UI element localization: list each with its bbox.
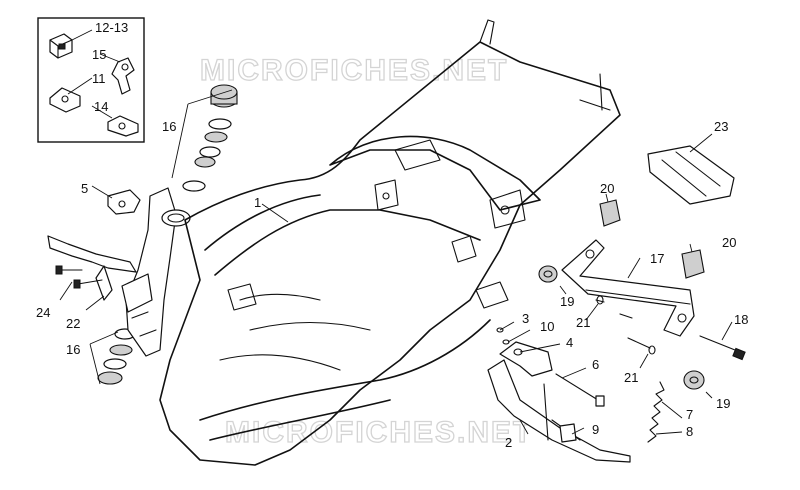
steering-head-tube [125,187,191,357]
watermark-top: MICROFICHES.NET [200,54,508,87]
steering-bearing-stack-upper [182,84,238,192]
callout-8: 8 [686,424,693,439]
watermark-bottom: MICROFICHES.NET [225,416,533,449]
callout-20-upper: 20 [600,181,614,196]
callout-4: 4 [566,335,573,350]
main-frame-1 [159,19,621,466]
steering-bearing-stack-lower [97,328,136,385]
callout-2: 2 [505,435,512,450]
callout-14: 14 [94,99,108,114]
callout-20-lower: 20 [722,235,736,250]
callout-3: 3 [522,311,529,326]
callout-21-lower: 21 [624,370,638,385]
callout-19-left: 19 [560,294,574,309]
callout-7: 7 [686,407,693,422]
rubber-pad-20-lower [681,249,705,279]
callout-10: 10 [540,319,554,334]
bolts-21 [595,295,656,355]
center-stand-2 [487,341,631,463]
callout-21-upper: 21 [576,315,590,330]
callout-16-upper: 16 [162,119,176,134]
callout-15: 15 [92,47,106,62]
callout-12-13: 12-13 [95,20,128,35]
callout-16-lower: 16 [66,342,80,357]
bolts-24 [55,265,103,289]
silentblock-19-right [683,370,705,390]
silentblock-19-left [538,265,558,283]
horn-bracket-5 [107,189,141,215]
callout-11: 11 [92,71,106,86]
bolt-18 [699,335,746,361]
stand-bush-9 [559,423,577,443]
stand-pin-6 [555,373,605,407]
clip-12-13 [49,33,73,59]
callout-1: 1 [254,195,261,210]
callout-9: 9 [592,422,599,437]
callout-22: 22 [66,316,80,331]
rubber-pad-20-upper [599,199,621,227]
bracket-22 [47,235,153,313]
callout-23: 23 [714,119,728,134]
callout-6: 6 [592,357,599,372]
clip-11 [49,87,81,113]
spring-clip-15 [111,57,135,95]
inset-box [37,17,145,143]
spring-7-8 [647,381,665,443]
engine-bracket-17 [561,239,695,337]
callout-19-right: 19 [716,396,730,411]
washers-3-10-4 [496,327,523,356]
bumper-23 [647,145,735,205]
callout-17: 17 [650,251,664,266]
callout-24: 24 [36,305,50,320]
clip-14 [107,115,139,137]
callout-18: 18 [734,312,748,327]
callout-5: 5 [81,181,88,196]
